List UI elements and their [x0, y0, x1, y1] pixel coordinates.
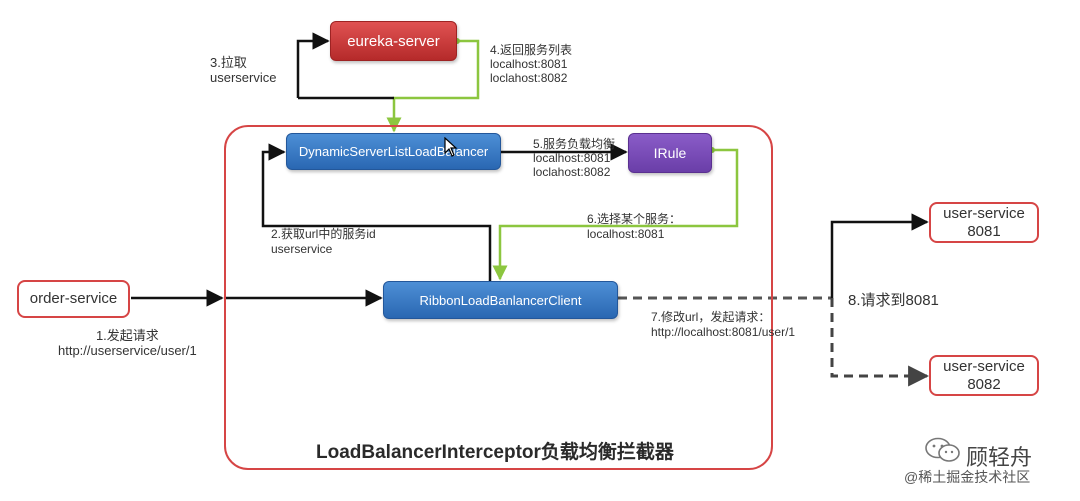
get-service-id-arrow — [261, 143, 492, 281]
step-5-label: 5.服务负载均衡 localhost:8081 loclahost:8082 — [533, 137, 615, 179]
step-4-title: 4.返回服务列表 — [490, 43, 573, 57]
interceptor-frame — [224, 125, 773, 470]
order-service-node: order-service — [17, 280, 130, 318]
request-8082-arrow — [830, 298, 930, 387]
eureka-server-node: eureka-server — [330, 21, 457, 61]
user-service-8081-name: user-service — [943, 204, 1025, 222]
wechat-logo-icon — [925, 437, 960, 462]
step-2-label: 2.获取url中的服务id userservice — [271, 227, 376, 257]
step-7-title: 7.修改url，发起请求： — [651, 310, 771, 324]
step-1-label: 1.发起请求 http://userservice/user/1 — [58, 328, 197, 358]
step-5-detail-2: loclahost:8082 — [533, 165, 611, 179]
step-4-label: 4.返回服务列表 localhost:8081 loclahost:8082 — [490, 43, 572, 85]
user-service-8082-node: user-service 8082 — [929, 355, 1039, 396]
user-service-8082-port: 8082 — [967, 375, 1001, 393]
ribbon-client-node: RibbonLoadBanlancerClient — [383, 281, 618, 319]
step-7-detail: http://localhost:8081/user/1 — [651, 325, 796, 339]
step-3-label: 3.拉取 userservice — [210, 55, 276, 85]
step-6-label: 6.选择某个服务： localhost:8081 — [587, 212, 681, 242]
step-3-detail: userservice — [210, 70, 277, 85]
step-5-detail-1: localhost:8081 — [533, 151, 611, 165]
step-6-detail: localhost:8081 — [587, 227, 665, 241]
mouse-cursor-icon — [444, 137, 458, 157]
return-list-arrow — [386, 39, 480, 133]
interceptor-title: LoadBalancerInterceptor负载均衡拦截器 — [316, 442, 674, 463]
user-service-8081-port: 8081 — [967, 222, 1001, 240]
pull-arrow — [296, 32, 330, 98]
request-8081-arrow — [830, 213, 929, 298]
step-8-label: 8.请求到8081 — [848, 292, 939, 309]
step-2-title: 2.获取url中的服务id — [271, 227, 376, 241]
user-service-8082-name: user-service — [943, 357, 1025, 375]
step-5-title: 5.服务负载均衡 — [533, 137, 616, 151]
step-1-detail: http://userservice/user/1 — [58, 343, 197, 358]
step-1-title: 1.发起请求 — [95, 328, 159, 343]
step-4-detail-2: loclahost:8082 — [490, 71, 568, 85]
irule-node: IRule — [628, 133, 712, 173]
user-service-8081-node: user-service 8081 — [929, 202, 1039, 243]
step-4-detail-1: localhost:8081 — [490, 57, 568, 71]
watermark-sub: @稀土掘金技术社区 — [904, 469, 1031, 485]
step-7-label: 7.修改url，发起请求： http://localhost:8081/user… — [651, 310, 795, 340]
select-service-arrow — [492, 148, 739, 281]
step-3-title: 3.拉取 — [210, 55, 247, 70]
step-2-detail: userservice — [271, 242, 333, 256]
watermark-name: 顾轻舟 — [966, 445, 1033, 470]
dynamic-server-list-lb-node: DynamicServerListLoadBalancer — [286, 133, 501, 170]
step-6-title: 6.选择某个服务： — [587, 212, 682, 226]
